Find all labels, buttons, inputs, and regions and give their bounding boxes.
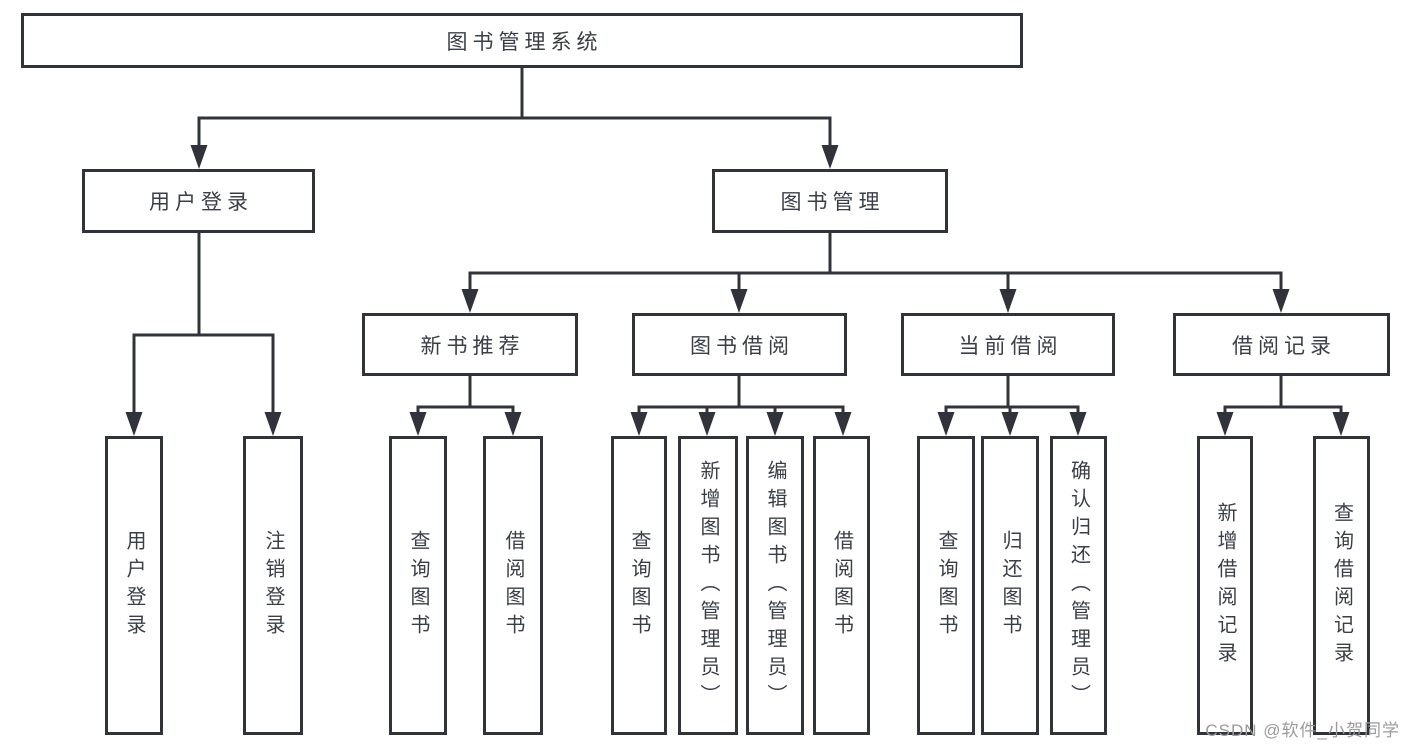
node-new-book-recommend: 新书推荐 xyxy=(362,313,578,376)
node-user-login: 用户登录 xyxy=(82,169,315,233)
csdn-watermark: CSDN @软件_小贺同学 xyxy=(1205,721,1400,740)
leaf-bb-borrow-books: 借阅图书 xyxy=(813,436,870,735)
node-root-system: 图书管理系统 xyxy=(21,13,1023,68)
leaf-br-add-record: 新增借阅记录 xyxy=(1197,436,1253,735)
leaf-user-login: 用户登录 xyxy=(105,436,163,735)
leaf-bb-edit-books-admin: 编辑图书（管理员） xyxy=(746,436,804,735)
leaf-logout: 注销登录 xyxy=(243,436,303,735)
node-current-borrowing: 当前借阅 xyxy=(901,313,1115,376)
node-book-management: 图书管理 xyxy=(712,169,948,233)
node-book-borrowing: 图书借阅 xyxy=(632,313,847,376)
leaf-cb-return-books: 归还图书 xyxy=(981,436,1039,735)
leaf-bb-query-books: 查询图书 xyxy=(611,436,667,735)
leaf-cb-confirm-return-admin: 确认归还（管理员） xyxy=(1050,436,1107,735)
arrowheads xyxy=(125,145,1350,436)
leaf-nb-borrow-books: 借阅图书 xyxy=(483,436,543,735)
leaf-nb-query-books: 查询图书 xyxy=(389,436,447,735)
leaf-br-query-record: 查询借阅记录 xyxy=(1313,436,1370,735)
leaf-bb-add-books-admin: 新增图书（管理员） xyxy=(678,436,738,735)
leaf-cb-query-books: 查询图书 xyxy=(917,436,975,735)
node-borrowing-records: 借阅记录 xyxy=(1173,313,1390,376)
